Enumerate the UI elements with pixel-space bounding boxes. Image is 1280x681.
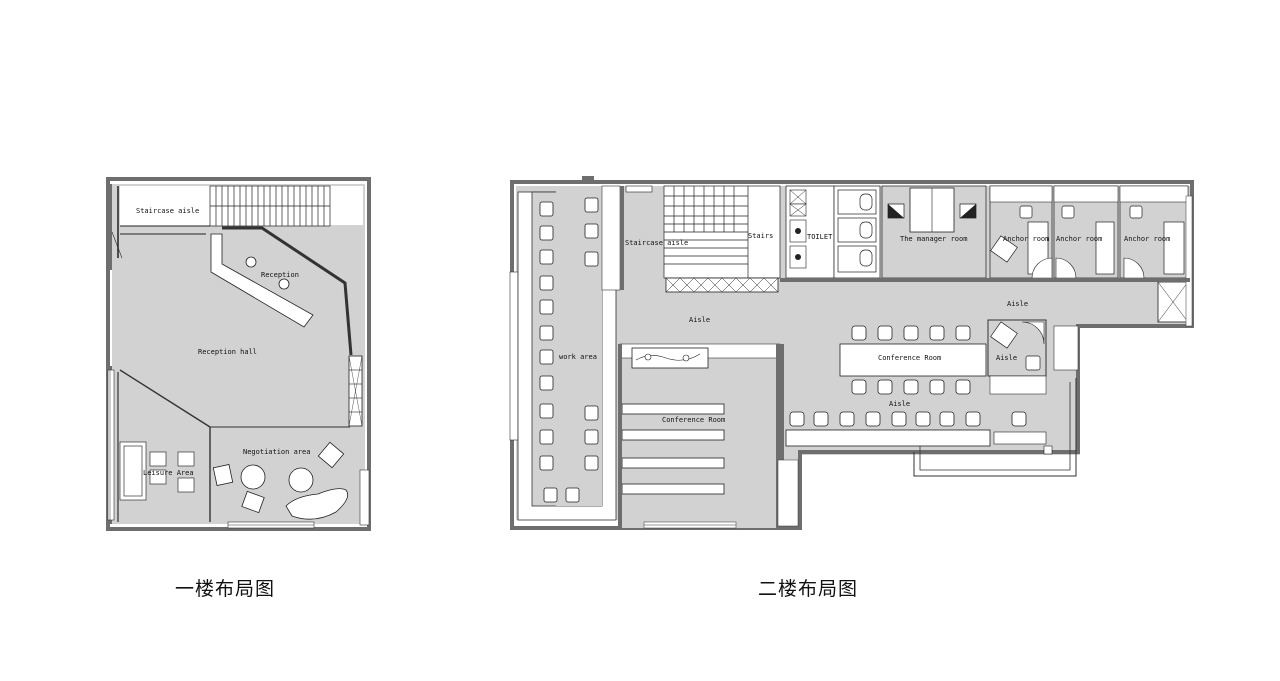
floor1-floor [112, 184, 365, 524]
floor2-label-staircase-aisle: Staircase aisle [625, 239, 688, 247]
floor2-label-conference-room-small: Conference Room [662, 416, 725, 424]
floor2-label-conference-room-large: Conference Room [878, 354, 941, 362]
floor2-stair-railing [665, 277, 779, 293]
floor2-plan: work area Staircase aisle Stairs TOILET … [509, 176, 1195, 535]
floor2-conference-table-large [839, 343, 987, 377]
floor2-label-aisle-upper: Aisle [1007, 300, 1028, 308]
floor2-label-work-area: work area [559, 353, 597, 361]
floor2-label-aisle-main: Aisle [689, 316, 710, 324]
floor1-leisure-furniture [119, 441, 195, 501]
floor1-reception-stool [278, 278, 290, 290]
floor1-stairs [209, 185, 331, 227]
floor2-label-anchor-room-2: Anchor room [1056, 235, 1102, 243]
floor1-reception-stool [245, 256, 257, 268]
floor1-label-staircase-aisle: Staircase aisle [136, 207, 199, 215]
floor2-conference-chairs-large [851, 325, 971, 395]
floor2-work-chairs [539, 197, 599, 503]
floor1-negotiation-furniture [212, 441, 349, 520]
floor2-label-aisle-lower: Aisle [889, 400, 910, 408]
floor2-label-manager-room: The manager room [900, 235, 967, 243]
floor2-counter-chairs [789, 411, 1027, 427]
floor1-reception-desk [210, 233, 314, 328]
floor1-label-reception: Reception [261, 271, 299, 279]
floor1-caption: 一楼布局图 [175, 578, 276, 600]
floor2-label-aisle-right: Aisle [996, 354, 1017, 362]
floor2-label-stairs: Stairs [748, 232, 773, 240]
floor1-outer-wall [106, 177, 371, 531]
floor2-anchor-rooms [989, 185, 1189, 279]
floor1-reception-partition [222, 226, 353, 356]
floor1-label-negotiation-area: Negotiation area [243, 448, 310, 456]
floor2-caption: 二楼布局图 [758, 578, 859, 600]
floor1-plan: Staircase aisle Reception Reception hall… [106, 177, 371, 531]
floor2-label-anchor-room-3: Anchor room [1124, 235, 1170, 243]
floor1-corner-white [330, 186, 363, 225]
floor1-label-leisure-area: Leisure Area [143, 469, 194, 477]
floor1-label-reception-hall: Reception hall [198, 348, 257, 356]
floor2-label-anchor-room-1: Anchor room [1003, 235, 1049, 243]
floor2-label-toilet: TOILET [807, 233, 833, 241]
